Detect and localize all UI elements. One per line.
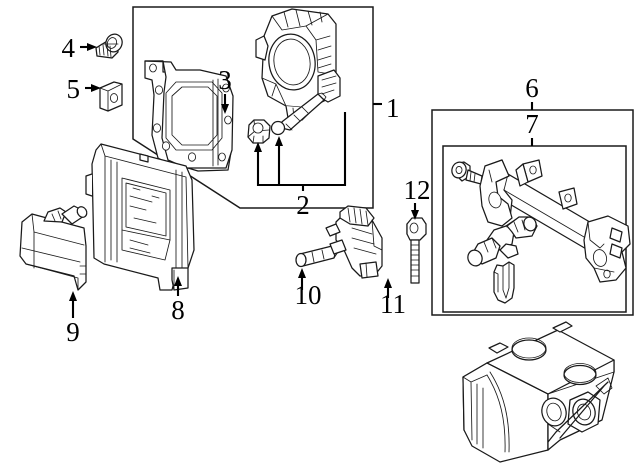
- callout-3: 3: [218, 65, 232, 114]
- callout-6-label: 6: [525, 73, 539, 103]
- callout-5: 5: [67, 74, 101, 104]
- callout-1: 1: [373, 93, 400, 123]
- lamp-housing-bezel: [85, 143, 195, 291]
- sensor-pivot-bolt: [270, 92, 327, 136]
- callout-11-label: 11: [380, 289, 406, 319]
- callout-5-label: 5: [67, 74, 81, 104]
- sensor-adjuster-bracket: [325, 205, 383, 279]
- distance-sensor-unit: [255, 8, 341, 121]
- washer-nozzle: [467, 216, 538, 267]
- callout-1-label: 1: [386, 93, 400, 123]
- callout-8-label: 8: [171, 295, 185, 325]
- sensor-mounting-bracket: [144, 60, 234, 172]
- callout-6: 6: [525, 73, 539, 110]
- washer-hose-clip: [493, 261, 515, 304]
- callout-7-label: 7: [525, 109, 539, 139]
- callout-8: 8: [171, 276, 185, 325]
- callout-9-label: 9: [66, 317, 80, 347]
- callout-3-label: 3: [218, 65, 232, 95]
- callout-10: 10: [295, 268, 322, 310]
- retainer-clip-plate: [99, 81, 123, 112]
- washer-mounting-bracket: [479, 159, 631, 283]
- washer-fluid-reservoir: [462, 321, 615, 463]
- callout-9: 9: [66, 291, 80, 347]
- callout-2-label: 2: [296, 190, 310, 220]
- callout-2: 2: [254, 112, 347, 220]
- callout-10-label: 10: [295, 280, 322, 310]
- flange-bolt: [95, 33, 123, 59]
- callout-12-label: 12: [404, 175, 431, 205]
- sensor-hex-nut: [247, 119, 271, 144]
- callout-12: 12: [404, 175, 431, 220]
- callout-4: 4: [62, 33, 97, 63]
- distance-sensor-assembly-group-box: [132, 6, 374, 209]
- lamp-lens-cover: [19, 205, 88, 291]
- callout-11: 11: [380, 278, 406, 319]
- callout-4-label: 4: [62, 33, 76, 63]
- callout-7: 7: [525, 109, 539, 146]
